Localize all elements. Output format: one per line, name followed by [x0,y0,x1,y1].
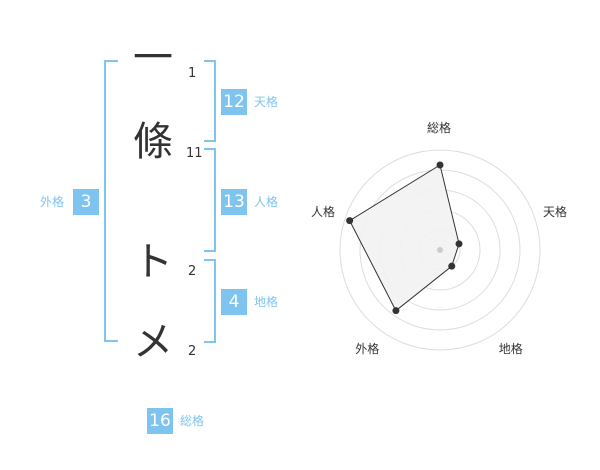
radar-polygon [348,164,460,312]
radar-axis-label-3: 外格 [355,341,380,356]
stroke-count-4: 2 [188,344,197,359]
gaikaku-label: 外格 [40,195,65,209]
kanji-char-1: 一 [133,35,173,81]
radar-center-dot [437,247,443,253]
kanji-char-2: 條 [133,119,173,165]
chikaku-label: 地格 [254,295,279,309]
soukaku-badge: 16 [147,408,173,434]
jinkaku-badge: 13 [221,189,247,215]
gaikaku-badge: 3 [73,189,99,215]
tenkaku-label: 天格 [254,95,279,109]
radar-axis-label-0: 総格 [427,121,452,135]
stroke-count-1: 1 [188,66,197,81]
stroke-count-3: 2 [188,264,197,279]
jinkaku-bracket [204,148,216,252]
radar-point-0 [436,161,444,169]
chikaku-bracket [204,259,216,343]
gaikaku-bracket [104,60,118,342]
radar-axis-label-2: 地格 [498,341,523,356]
kanji-char-4: メ [133,319,173,365]
tenkaku-bracket [204,60,216,142]
radar-point-4 [346,217,354,225]
kanji-char-3: ト [133,239,173,285]
stroke-count-2: 11 [186,146,203,161]
chikaku-badge: 4 [221,289,247,315]
jinkaku-label: 人格 [254,195,279,209]
tenkaku-badge: 12 [221,89,247,115]
radar-point-1 [455,240,463,248]
radar-point-2 [448,262,456,270]
radar-point-3 [392,307,400,315]
radar-ring-5 [339,149,541,351]
radar-axis-label-1: 天格 [543,205,568,220]
soukaku-label: 総格 [180,414,205,428]
radar-axis-label-4: 人格 [310,205,335,220]
